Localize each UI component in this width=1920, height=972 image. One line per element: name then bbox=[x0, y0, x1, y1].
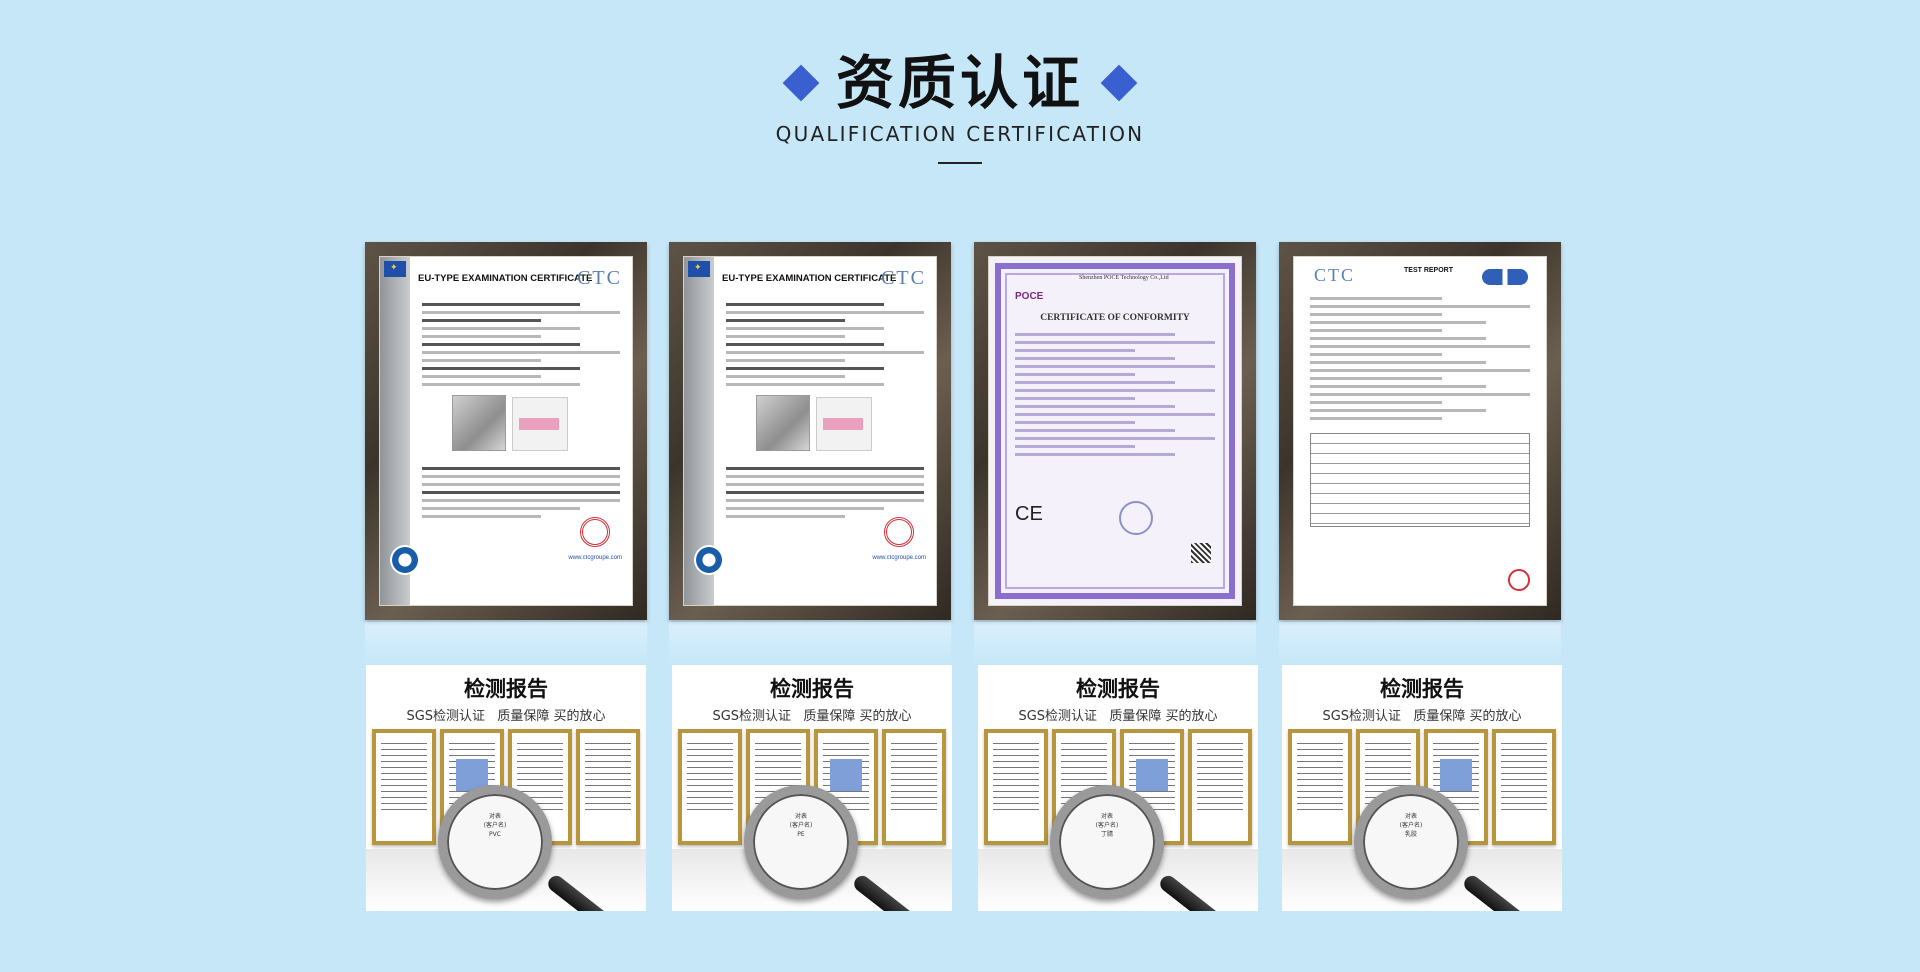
red-seal-icon bbox=[884, 517, 914, 547]
framed-documents bbox=[984, 729, 1252, 849]
framed-documents bbox=[1288, 729, 1556, 849]
ctc-logo: CTC bbox=[1314, 265, 1356, 285]
card-title: 检测报告 bbox=[1380, 677, 1464, 701]
certificate-frame-3[interactable]: Shenzhen POCE Technology Co.,Ltd POCE CE… bbox=[974, 242, 1256, 666]
magnified-text: 对表 (客户名) 丁腈 bbox=[1095, 813, 1119, 838]
card-title: 检测报告 bbox=[1076, 677, 1160, 701]
page-subtitle: QUALIFICATION CERTIFICATION bbox=[775, 122, 1145, 146]
certificate-title: CERTIFICATE OF CONFORMITY bbox=[1040, 313, 1190, 323]
certificate-text-block bbox=[726, 303, 924, 391]
issuer-name: Shenzhen POCE Technology Co.,Ltd bbox=[1079, 275, 1169, 281]
poce-logo: POCE bbox=[1015, 291, 1044, 302]
red-stamp-icon bbox=[1508, 569, 1530, 591]
package-photo bbox=[512, 397, 568, 451]
qr-code-icon bbox=[1191, 543, 1211, 563]
certificate-frame-1[interactable]: EU-TYPE EXAMINATION CERTIFICATE CTC www.… bbox=[365, 242, 647, 666]
package-photo bbox=[816, 397, 872, 451]
magnified-text: 对表 (客户名) 乳胶 bbox=[1399, 813, 1423, 838]
diamond-left-icon bbox=[782, 64, 820, 102]
magnifier-icon: 对表 (客户名) 乳胶 bbox=[1354, 785, 1468, 899]
results-table bbox=[1310, 433, 1530, 527]
card-subtitle: SGS检测认证 质量保障 买的放心 bbox=[1018, 709, 1218, 724]
title-divider bbox=[938, 162, 982, 164]
stamp-icon bbox=[1119, 501, 1153, 535]
title-row: 资质认证 bbox=[0, 48, 1920, 118]
magnifier-icon: 对表 (客户名) PVC bbox=[438, 785, 552, 899]
card-title: 检测报告 bbox=[770, 677, 854, 701]
certificate-frame-4[interactable]: CTC TEST REPORT bbox=[1279, 242, 1561, 666]
eu-flag-icon bbox=[688, 261, 710, 277]
magnifier-icon: 对表 (客户名) 丁腈 bbox=[1050, 785, 1164, 899]
magnified-text: 对表 (客户名) PE bbox=[789, 813, 813, 838]
card-subtitle: SGS检测认证 质量保障 买的放心 bbox=[406, 709, 606, 724]
page-title: 资质认证 bbox=[835, 49, 1084, 117]
ctc-logo: CTC bbox=[577, 267, 622, 289]
section-header: 资质认证 QUALIFICATION CERTIFICATION bbox=[0, 0, 1920, 170]
ctc-logo: CTC bbox=[881, 267, 926, 289]
certificate-title: EU-TYPE EXAMINATION CERTIFICATE bbox=[418, 273, 593, 284]
magnified-text: 对表 (客户名) PVC bbox=[483, 813, 507, 838]
magnifier-icon: 对表 (客户名) PE bbox=[744, 785, 858, 899]
report-text-block bbox=[1310, 297, 1530, 425]
certificate-text-block bbox=[1015, 333, 1215, 461]
report-card-3[interactable]: 检测报告 SGS检测认证 质量保障 买的放心 对表 (客户名) 丁腈 bbox=[978, 665, 1258, 911]
card-subtitle: SGS检测认证 质量保障 买的放心 bbox=[712, 709, 912, 724]
card-title: 检测报告 bbox=[464, 677, 548, 701]
certificate-title: EU-TYPE EXAMINATION CERTIFICATE bbox=[722, 273, 897, 284]
report-card-4[interactable]: 检测报告 SGS检测认证 质量保障 买的放心 对表 (客户名) 乳胶 bbox=[1282, 665, 1562, 911]
report-title: TEST REPORT bbox=[1404, 267, 1454, 274]
certificate-url: www.ctcgroupe.com bbox=[568, 555, 622, 561]
certificate-frame-2[interactable]: EU-TYPE EXAMINATION CERTIFICATE CTC www.… bbox=[669, 242, 951, 666]
blue-seal-icon bbox=[694, 545, 724, 575]
certificate-paper: EU-TYPE EXAMINATION CERTIFICATE CTC www.… bbox=[683, 256, 937, 606]
decorative-border bbox=[995, 263, 1235, 599]
certificate-paper: EU-TYPE EXAMINATION CERTIFICATE CTC www.… bbox=[379, 256, 633, 606]
card-subtitle: SGS检测认证 质量保障 买的放心 bbox=[1322, 709, 1522, 724]
certificate-footer-text bbox=[726, 467, 924, 523]
accreditation-badges-icon bbox=[1482, 269, 1528, 285]
eu-flag-icon bbox=[384, 261, 406, 277]
certificate-footer-text bbox=[422, 467, 620, 523]
report-card-2[interactable]: 检测报告 SGS检测认证 质量保障 买的放心 对表 (客户名) PE bbox=[672, 665, 952, 911]
blue-seal-icon bbox=[390, 545, 420, 575]
certificate-paper: CTC TEST REPORT bbox=[1293, 256, 1547, 606]
certificate-paper: Shenzhen POCE Technology Co.,Ltd POCE CE… bbox=[988, 256, 1242, 606]
certificate-text-block bbox=[422, 303, 620, 391]
report-card-1[interactable]: 检测报告 SGS检测认证 质量保障 买的放心 对表 (客户名) PVC bbox=[366, 665, 646, 911]
glove-photo bbox=[756, 395, 810, 451]
diamond-right-icon bbox=[1100, 64, 1138, 102]
glove-photo bbox=[452, 395, 506, 451]
red-seal-icon bbox=[580, 517, 610, 547]
certificate-url: www.ctcgroupe.com bbox=[872, 555, 926, 561]
ce-mark: CE bbox=[1015, 503, 1043, 525]
